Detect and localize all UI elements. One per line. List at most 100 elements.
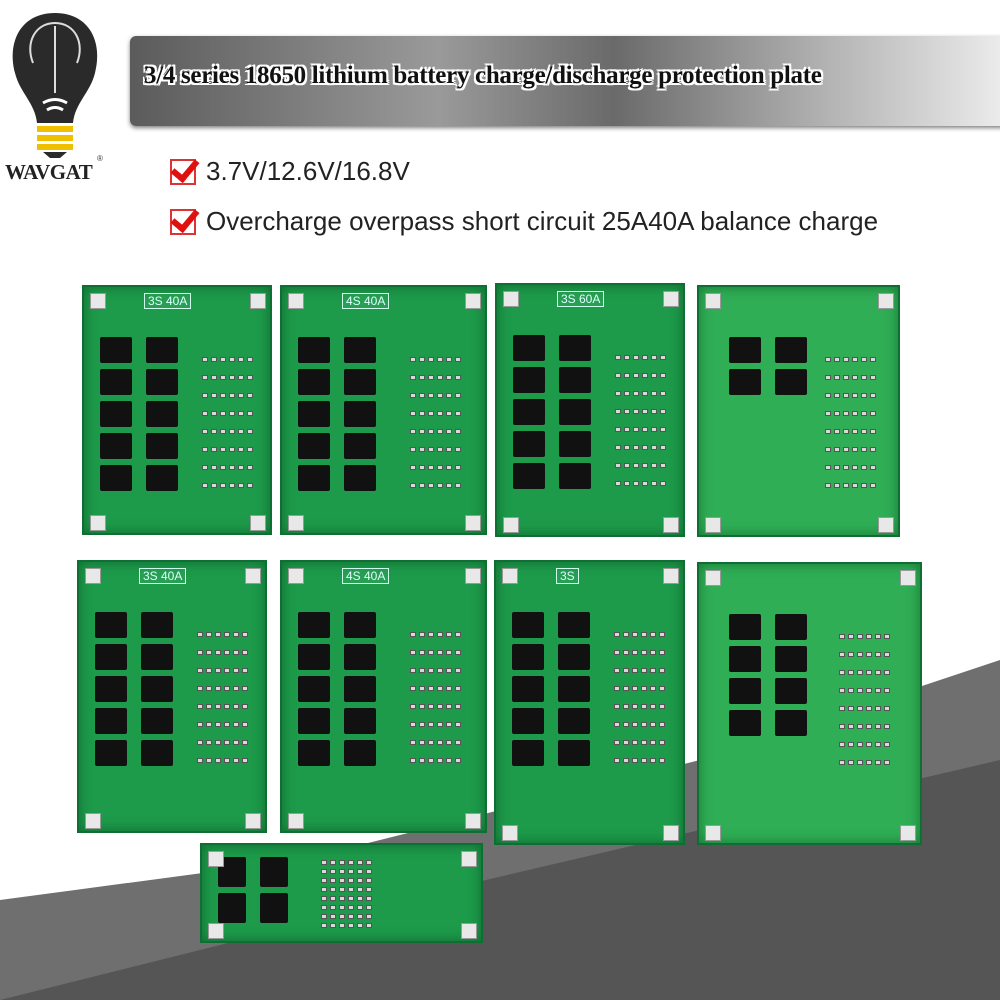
mosfet-chip [559,335,591,361]
smd-component [410,632,417,637]
smd-component [659,650,666,655]
smd-component [856,706,863,711]
smd-component [210,447,217,452]
smd-component [650,758,657,763]
smd-component [223,686,230,691]
smd-component [838,670,845,675]
smd-component [320,905,327,910]
board-label: 3S [556,568,579,584]
smd-component [320,860,327,865]
smd-component [883,688,890,693]
smd-component [437,447,444,452]
smd-component [347,923,354,928]
smd-component [641,686,648,691]
smd-component [641,722,648,727]
smd-component [856,652,863,657]
smd-component [210,429,217,434]
solder-pad [663,291,679,307]
smd-component [847,724,854,729]
smd-component [356,878,363,883]
smd-component [455,668,462,673]
feature-text: Overcharge overpass short circuit 25A40A… [206,206,879,236]
smd-component [201,465,208,470]
smd-component [842,357,849,362]
mosfet-chip [513,335,545,361]
smd-component [650,481,657,486]
smd-component [410,686,417,691]
smd-component [632,740,639,745]
smd-component [856,742,863,747]
smd-component [196,632,203,637]
smd-component [219,465,226,470]
smd-component [419,393,426,398]
smd-component [632,668,639,673]
smd-component [201,483,208,488]
smd-component [650,686,657,691]
smd-component [219,483,226,488]
smd-component [241,722,248,727]
smd-component [874,760,881,765]
smd-component [410,704,417,709]
smd-component [847,652,854,657]
smd-component [446,722,453,727]
mosfet-chip [344,465,376,491]
smd-component [869,375,876,380]
smd-component [419,357,426,362]
smd-component [428,686,435,691]
board-label: 4S 40A [342,568,390,584]
smd-component [246,357,253,362]
smd-component [851,465,858,470]
smd-component [842,393,849,398]
mosfet-chip [775,678,807,704]
smd-component [437,686,444,691]
smd-component [838,760,845,765]
smd-component [883,634,890,639]
smd-component [214,758,221,763]
smd-component [842,375,849,380]
solder-pad [465,813,481,829]
smd-component [232,650,239,655]
smd-component [641,668,648,673]
mosfet-chip [344,740,376,766]
smd-component [201,393,208,398]
solder-pad [705,293,721,309]
smd-component [632,704,639,709]
smd-component [329,905,336,910]
smd-component [365,914,372,919]
mosfet-chip [146,369,178,395]
feature-voltage: 3.7V/12.6V/16.8V [170,156,410,187]
smd-component [860,429,867,434]
smd-component [623,668,630,673]
smd-component [210,465,217,470]
smd-component [201,375,208,380]
smd-component [419,375,426,380]
mosfet-chip [298,676,330,702]
smd-component [428,704,435,709]
smd-component [365,923,372,928]
mosfet-chip [513,463,545,489]
smd-component [446,375,453,380]
solder-pad [288,293,304,309]
smd-component [623,373,630,378]
smd-component [856,688,863,693]
smd-component [847,688,854,693]
smd-component [874,652,881,657]
smd-component [865,742,872,747]
smd-component [865,760,872,765]
registered-mark: ® [97,154,103,163]
smd-component [446,740,453,745]
smd-component [883,706,890,711]
smd-component [223,758,230,763]
smd-component [455,357,462,362]
smd-component [196,704,203,709]
smd-component [320,887,327,892]
mosfet-chip [218,893,246,923]
smd-component [632,391,639,396]
smd-component [623,722,630,727]
smd-component [437,411,444,416]
smd-component [659,668,666,673]
smd-component [851,429,858,434]
solder-pad [288,568,304,584]
smd-component [455,429,462,434]
smd-component [329,923,336,928]
